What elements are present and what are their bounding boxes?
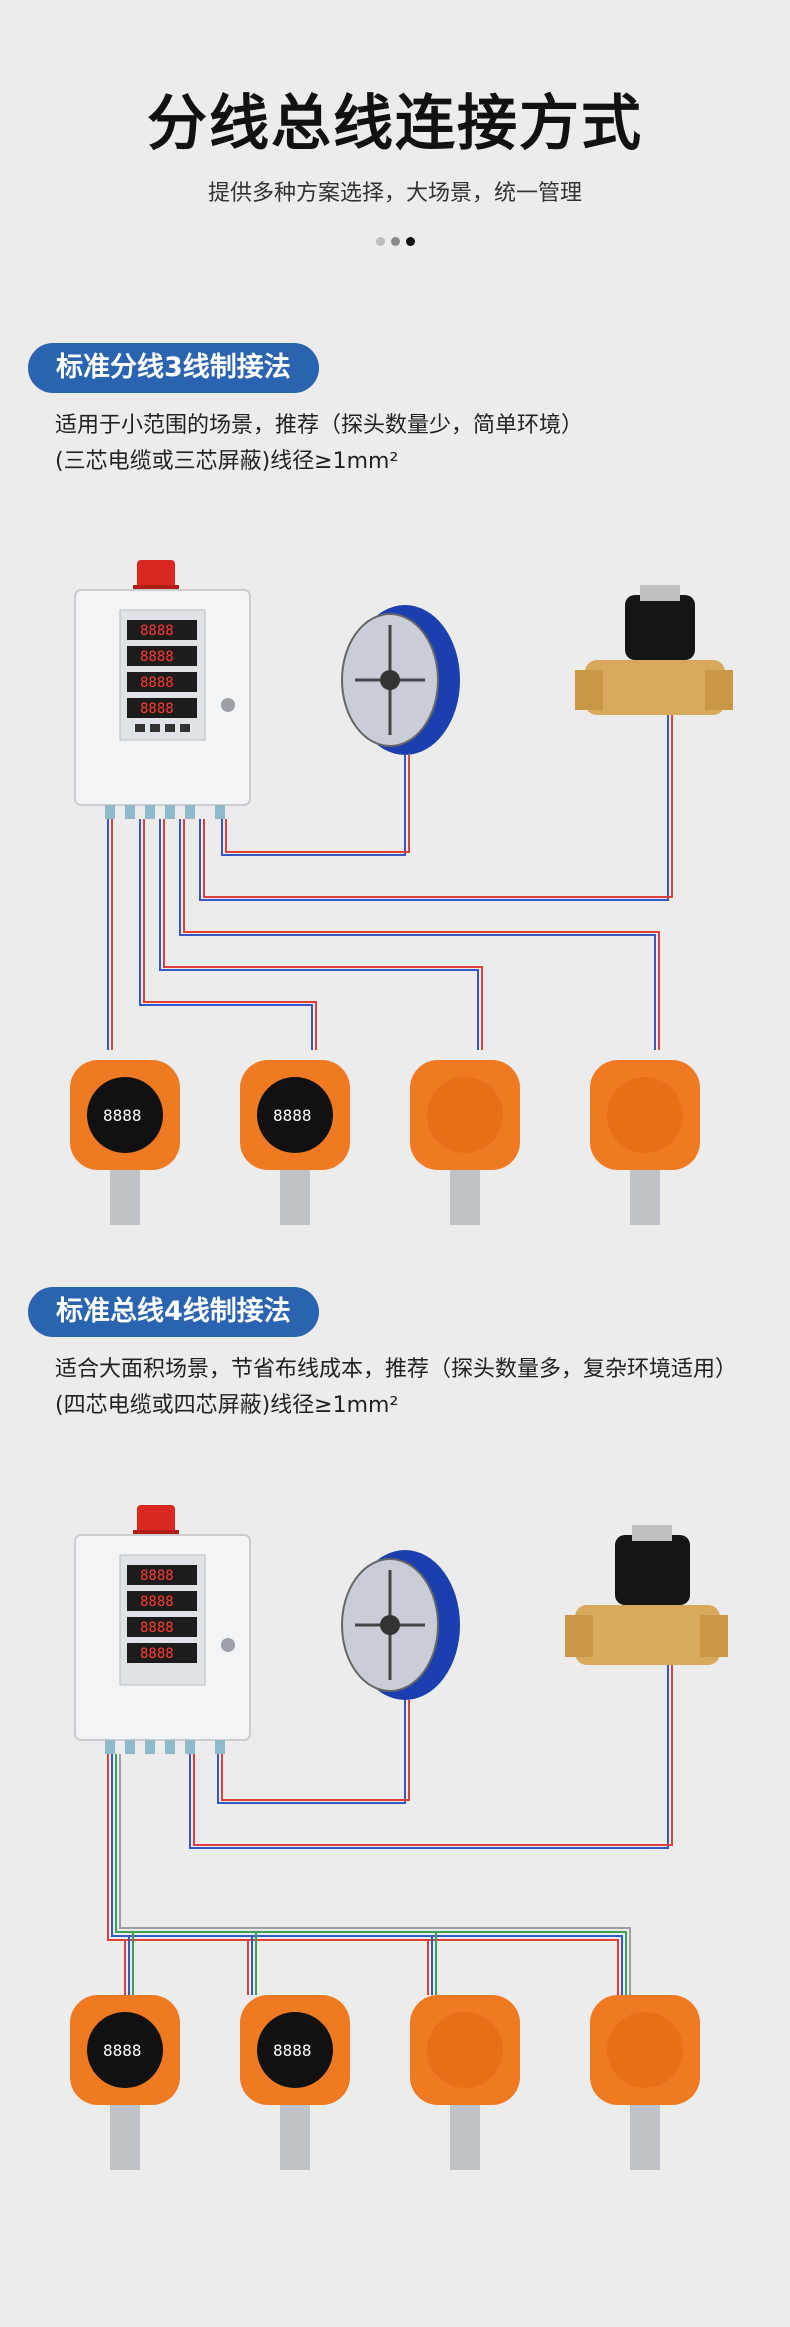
lock-icon [221,1638,235,1652]
bus-gas-detector-3 [410,1995,520,2170]
section-1-desc-line2: (三芯电缆或三芯屏蔽)线径≥1mm² [55,449,399,474]
gas-detector-2: 8888 [240,1060,350,1225]
section-2-description: 适合大面积场景，节省布线成本，推荐（探头数量多，复杂环境适用） (四芯电缆或四芯… [55,1352,737,1424]
bus-controller-screen-1-value: 8888 [140,1568,174,1584]
bus-controller-screen-4-value: 8888 [140,1646,174,1662]
controller-screen-3-value: 8888 [140,675,174,691]
gas-detector-1: 8888 [70,1060,180,1225]
section-1-desc-line1: 适用于小范围的场景，推荐（探头数量少，简单环境） [55,413,584,438]
controller-screen-4-value: 8888 [140,701,174,717]
section-2-desc-line1: 适合大面积场景，节省布线成本，推荐（探头数量多，复杂环境适用） [55,1357,738,1382]
page-title: 分线总线连接方式 [147,89,643,159]
lock-icon [221,698,235,712]
bus-gas-detector-4 [590,1995,700,2170]
bus-gas-detector-2: 8888 [240,1995,350,2170]
section-2-desc-line2: (四芯电缆或四芯屏蔽)线径≥1mm² [55,1393,399,1418]
diagram-bus-svg: 8888 8888 8888 8888 [70,1505,728,2170]
bus-controller-screen-2-value: 8888 [140,1594,174,1610]
solenoid-valve-icon [565,1525,728,1665]
gas-detector-4 [590,1060,700,1225]
carousel-dot-1[interactable] [375,237,385,246]
bus-controller-screen-3-value: 8888 [140,1620,174,1636]
diagram-bus-wiring: 8888 8888 8888 8888 [0,1490,790,2210]
controller-cabinet-bus: 8888 8888 8888 8888 [74,1505,251,1754]
gas-detector-3 [410,1060,520,1225]
controller-cabinet: 8888 8888 8888 8888 [74,560,251,819]
diagram-branch-wiring: 8888 8888 8888 8888 [0,540,790,1260]
carousel-dots [0,237,790,246]
controller-screen-1-value: 8888 [140,623,174,639]
exhaust-fan-icon [341,605,460,755]
bus-detector-2-display: 8888 [273,2041,312,2060]
section-1-description: 适用于小范围的场景，推荐（探头数量少，简单环境） (三芯电缆或三芯屏蔽)线径≥1… [55,408,583,480]
bus-gas-detector-1: 8888 [70,1995,180,2170]
alarm-light-icon [137,1505,175,1535]
carousel-dot-3[interactable] [405,237,415,246]
carousel-dot-2[interactable] [390,237,400,246]
section-2-label: 标准总线4线制接法 [28,1287,319,1337]
page-subtitle: 提供多种方案选择，大场景，统一管理 [207,181,582,206]
solenoid-valve-icon [575,585,733,715]
detector-1-display: 8888 [103,1106,142,1125]
section-1-label: 标准分线3线制接法 [28,343,319,393]
diagram-branch-svg: 8888 8888 8888 8888 [70,560,733,1225]
controller-screen-2 [127,646,197,666]
bus-detector-1-display: 8888 [103,2041,142,2060]
detector-2-display: 8888 [273,1106,312,1125]
controller-screen-3 [127,672,197,692]
alarm-light-icon [137,560,175,590]
page-header: 分线总线连接方式 提供多种方案选择，大场景，统一管理 [0,0,790,270]
controller-screen-2-value: 8888 [140,649,174,665]
exhaust-fan-icon [341,1550,460,1700]
controller-screen-4 [127,698,197,718]
controller-screen-1 [127,620,197,640]
